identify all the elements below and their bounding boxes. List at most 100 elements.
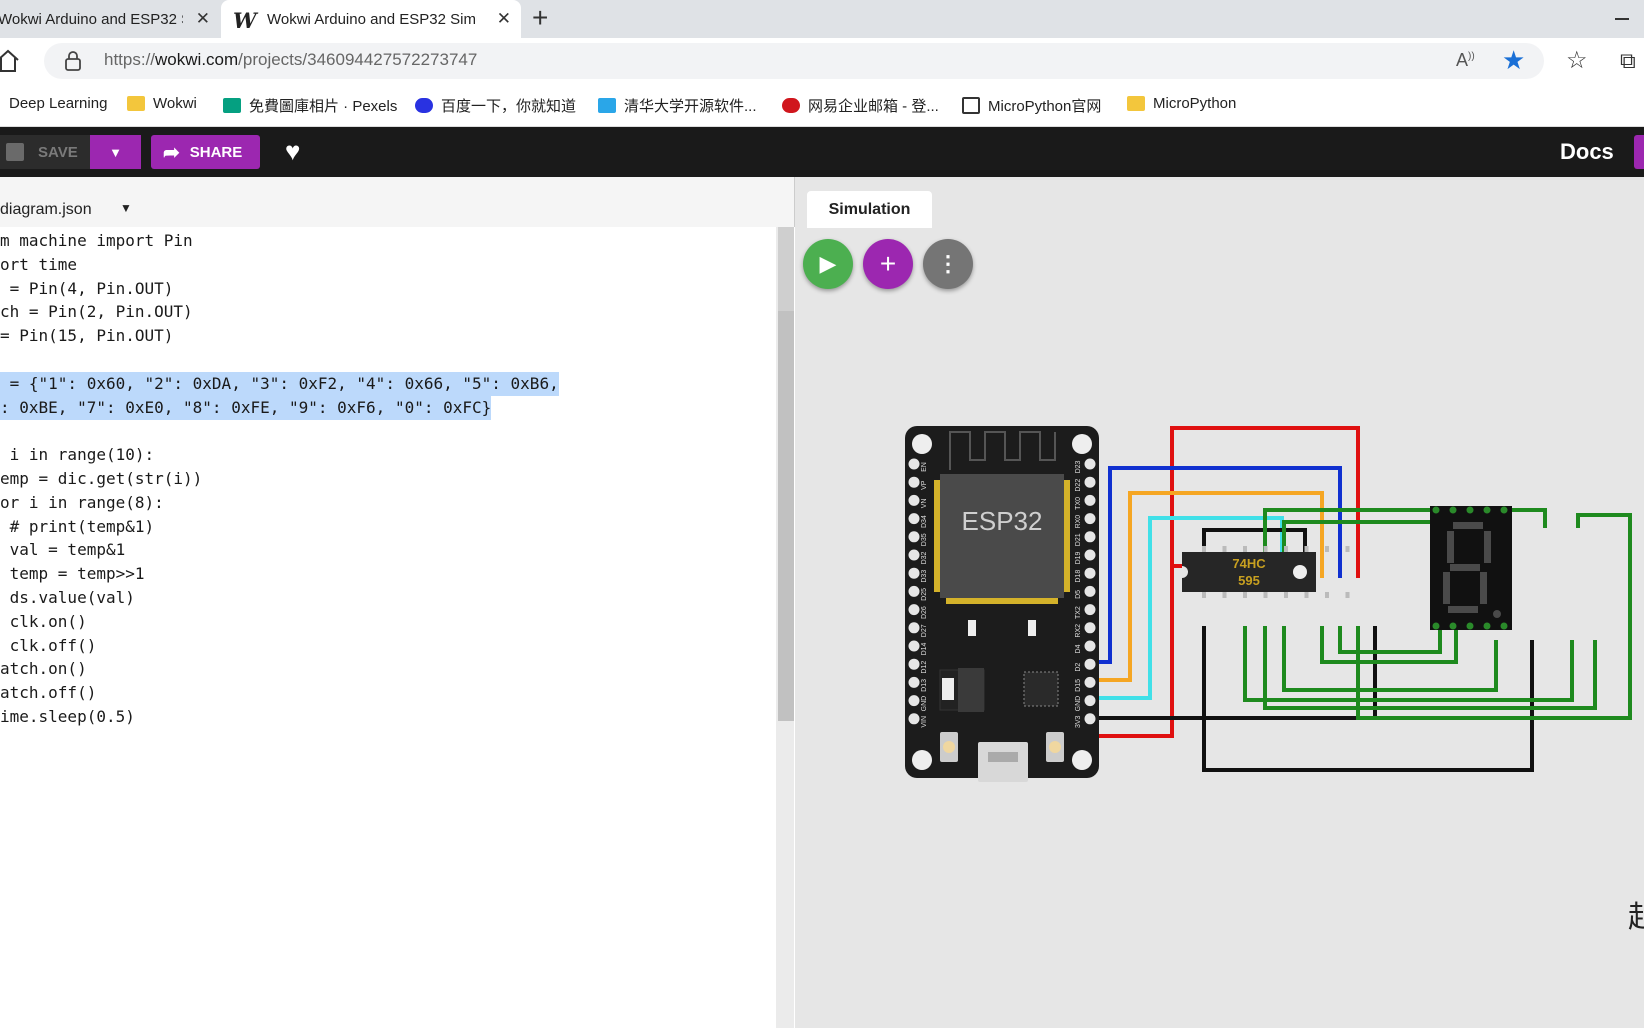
esp32-right-pin[interactable] xyxy=(1084,549,1096,561)
docs-link[interactable]: Docs xyxy=(1560,139,1614,164)
bookmark-baidu[interactable]: 百度一下，你就知道 xyxy=(415,95,576,116)
chip-pin-top[interactable] xyxy=(1222,546,1227,552)
wire-black-display[interactable] xyxy=(1202,626,1534,772)
display-pin-bottom[interactable] xyxy=(1449,622,1457,630)
close-tab-icon[interactable]: ✕ xyxy=(195,9,210,28)
chip-pin-bottom[interactable] xyxy=(1243,592,1247,598)
code-line[interactable]: clk.off() xyxy=(0,635,97,655)
code-line[interactable]: emp = dic.get(str(i)) xyxy=(0,469,203,488)
favorite-star-icon[interactable]: ★ xyxy=(1502,45,1526,75)
esp32-right-pin[interactable] xyxy=(1084,640,1096,652)
bookmark-micropython-folder[interactable]: MicroPython xyxy=(1127,95,1236,112)
chip-pin-top[interactable] xyxy=(1263,546,1268,552)
esp32-pin-headers[interactable] xyxy=(908,458,1096,725)
wire-cyan-d15[interactable] xyxy=(1095,516,1284,700)
chip-pin-bottom[interactable] xyxy=(1202,592,1206,598)
home-icon[interactable] xyxy=(0,48,22,74)
url-text[interactable]: https://wokwi.com/projects/3460944275722… xyxy=(104,50,477,70)
save-button[interactable]: SAVE xyxy=(0,135,90,169)
code-line[interactable]: = Pin(15, Pin.OUT) xyxy=(0,326,174,346)
new-tab-icon[interactable]: + xyxy=(532,2,549,33)
esp32-left-pin[interactable] xyxy=(908,585,920,597)
chip-pin-top[interactable] xyxy=(1202,546,1206,552)
esp32-left-pin[interactable] xyxy=(908,622,920,634)
code-line[interactable]: = Pin(4, Pin.OUT) xyxy=(0,278,174,298)
add-part-button[interactable]: + xyxy=(863,239,913,289)
wire-green-c[interactable] xyxy=(1263,626,1597,710)
display-pin-bottom[interactable] xyxy=(1466,622,1474,630)
display-pin-top[interactable] xyxy=(1500,506,1508,514)
code-line[interactable]: = {"1": 0x60, "2": 0xDA, "3": 0xF2, "4":… xyxy=(0,371,559,396)
esp32-right-pin[interactable] xyxy=(1084,476,1096,488)
chip-pin-bottom[interactable] xyxy=(1325,592,1329,598)
bookmark-netease[interactable]: 网易企业邮箱 - 登... xyxy=(782,95,939,116)
esp32-left-pin[interactable] xyxy=(908,494,920,506)
esp32-right-pin[interactable] xyxy=(1084,531,1096,543)
code-line[interactable]: ort time xyxy=(0,254,78,274)
display-pin-bottom[interactable] xyxy=(1432,622,1440,630)
code-line[interactable]: temp = temp>>1 xyxy=(0,564,145,584)
esp32-right-pin[interactable] xyxy=(1084,713,1096,725)
esp32-left-pin[interactable] xyxy=(908,531,920,543)
tab-diagram-json[interactable]: diagram.json xyxy=(0,201,92,218)
wire-black-gnd[interactable] xyxy=(1095,626,1377,720)
esp32-right-pin[interactable] xyxy=(1084,695,1096,707)
bookmark-tsinghua[interactable]: 清华大学开源软件... xyxy=(598,95,757,116)
esp32-left-pin[interactable] xyxy=(908,513,920,525)
shift-register-74hc595[interactable]: 74HC 595 xyxy=(1182,546,1350,598)
file-menu-caret-icon[interactable]: ▼ xyxy=(120,201,132,215)
code-line[interactable]: # print(temp&1) xyxy=(0,516,155,536)
chip-pin-top[interactable] xyxy=(1304,546,1309,552)
chip-pin-top[interactable] xyxy=(1325,546,1329,552)
chip-pin-top[interactable] xyxy=(1284,546,1288,552)
chip-pin-top[interactable] xyxy=(1345,546,1350,552)
read-aloud-icon[interactable]: A)) xyxy=(1456,50,1475,70)
esp32-left-pin[interactable] xyxy=(908,676,920,688)
code-line[interactable]: ds.value(val) xyxy=(0,588,135,607)
wire-green-d[interactable] xyxy=(1243,626,1574,702)
esp32-right-pin[interactable] xyxy=(1084,458,1096,470)
wire-green-e[interactable] xyxy=(1282,626,1498,692)
display-pin-bottom[interactable] xyxy=(1483,622,1491,630)
save-options-dropdown[interactable]: ▼ xyxy=(90,135,141,169)
esp32-right-pin[interactable] xyxy=(1084,604,1096,616)
tab-simulation[interactable]: Simulation xyxy=(807,191,932,228)
display-pin-top[interactable] xyxy=(1483,506,1491,514)
esp32-left-pin[interactable] xyxy=(908,458,920,470)
seven-segment-display[interactable] xyxy=(1430,506,1512,630)
chip-pin-bottom[interactable] xyxy=(1345,592,1350,598)
favorites-icon[interactable]: ☆ xyxy=(1566,47,1588,74)
esp32-left-pin[interactable] xyxy=(908,640,920,652)
esp32-right-pin[interactable] xyxy=(1084,567,1096,579)
display-pin-bottom[interactable] xyxy=(1500,622,1508,630)
code-line[interactable]: atch.on() xyxy=(0,659,87,679)
display-pin-top[interactable] xyxy=(1432,506,1440,514)
chip-pin-bottom[interactable] xyxy=(1222,592,1227,598)
esp32-left-pin[interactable] xyxy=(908,567,920,579)
editor-scrollbar-thumb[interactable] xyxy=(778,311,794,721)
code-line[interactable]: or i in range(8): xyxy=(0,492,164,512)
circuit-diagram[interactable]: ESP32 ENVPVND34D35D32D33D25D26D27D14D12D… xyxy=(800,400,1640,830)
wire-blue-d4[interactable] xyxy=(1095,466,1342,664)
close-tab-icon[interactable]: ✕ xyxy=(496,9,511,28)
chip-pin-top[interactable] xyxy=(1243,546,1247,552)
esp32-right-pin[interactable] xyxy=(1084,658,1096,670)
esp32-board[interactable]: ESP32 ENVPVND34D35D32D33D25D26D27D14D12D… xyxy=(905,426,1099,782)
esp32-right-pin[interactable] xyxy=(1084,676,1096,688)
esp32-left-pin[interactable] xyxy=(908,549,920,561)
esp32-right-pin[interactable] xyxy=(1084,513,1096,525)
bookmark-wokwi[interactable]: Wokwi xyxy=(127,95,197,112)
chip-pin-bottom[interactable] xyxy=(1263,592,1268,598)
code-line[interactable]: clk.on() xyxy=(0,611,87,631)
esp32-left-pin[interactable] xyxy=(908,658,920,670)
wire-green-dp[interactable] xyxy=(1356,513,1632,720)
browser-tab-active[interactable]: W Wokwi Arduino and ESP32 Simul ✕ xyxy=(221,0,521,38)
wires[interactable] xyxy=(1095,426,1632,772)
bookmark-pexels[interactable]: 免費圖庫相片 · Pexels xyxy=(223,95,397,116)
code-line[interactable]: : 0xBE, "7": 0xE0, "8": 0xFE, "9": 0xF6,… xyxy=(0,395,492,420)
esp32-left-pin[interactable] xyxy=(908,695,920,707)
code-line[interactable]: val = temp&1 xyxy=(0,540,126,560)
esp32-left-pin[interactable] xyxy=(908,476,920,488)
share-button[interactable]: ➦ SHARE xyxy=(151,135,260,169)
